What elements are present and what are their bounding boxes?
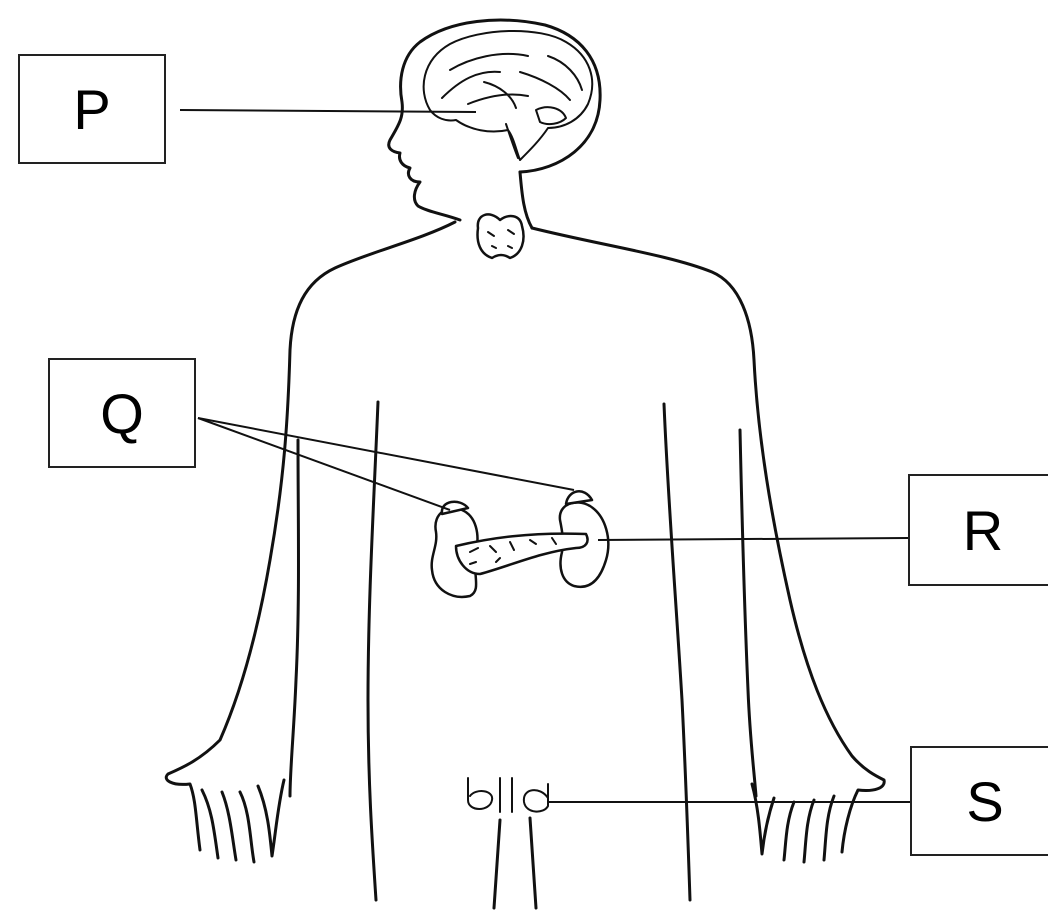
leader-line-q-lower	[198, 418, 450, 510]
label-q-text: Q	[100, 381, 144, 446]
testes-illustration	[468, 778, 548, 812]
leader-lines	[180, 110, 910, 802]
label-s-text: S	[966, 769, 1003, 834]
label-r-text: R	[963, 498, 1003, 563]
kidneys-pancreas-illustration	[432, 491, 609, 597]
label-box-r: R	[908, 474, 1048, 586]
leader-line-q-upper	[198, 418, 574, 490]
thyroid-illustration	[478, 214, 524, 258]
leader-line-r	[598, 538, 908, 540]
leader-line-p	[180, 110, 476, 112]
label-box-p: P	[18, 54, 166, 164]
label-box-q: Q	[48, 358, 196, 468]
brain-illustration	[424, 31, 593, 160]
label-p-text: P	[73, 77, 110, 142]
label-box-s: S	[910, 746, 1048, 856]
